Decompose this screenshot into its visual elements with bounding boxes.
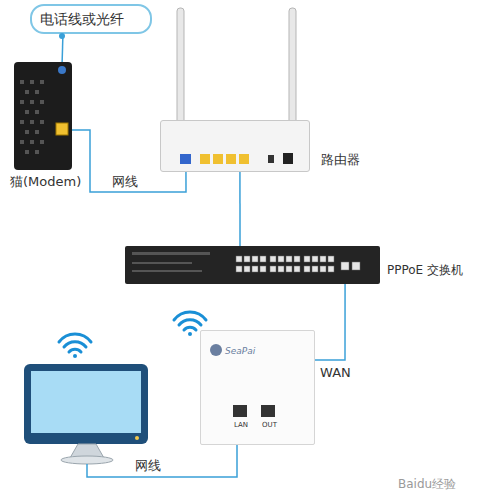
antenna — [289, 8, 296, 130]
edge-label: WAN — [320, 366, 351, 380]
access-point-device: SeaPaiLAN OUT — [200, 330, 315, 445]
device-label: 路由器 — [321, 153, 360, 167]
wifi-symbol — [59, 334, 91, 358]
modem-details — [20, 66, 68, 154]
device-label: PPPoE 交换机 — [387, 264, 463, 277]
callout-bubble: 电话线或光纤 — [30, 4, 152, 34]
router-device: 路由器 — [160, 120, 310, 172]
brand-logo: SeaPai — [225, 347, 255, 357]
network-cable — [61, 34, 63, 62]
switch-device: PPPoE 交换机 — [125, 246, 380, 284]
port-label: OUT — [262, 422, 277, 430]
network-cable — [239, 172, 241, 246]
network-cable — [72, 130, 186, 192]
switch-ports — [132, 252, 360, 272]
computer-illustration — [24, 364, 148, 464]
network-cable — [315, 284, 345, 360]
modem-device: 猫(Modem) — [14, 62, 72, 170]
router-ports — [180, 153, 293, 164]
watermark: Baidu经验 — [398, 478, 456, 491]
port-label: LAN — [234, 422, 248, 430]
cable-end — [59, 33, 65, 39]
callout-text: 电话线或光纤 — [40, 12, 124, 27]
edge-label: 网线 — [112, 175, 138, 189]
cable-label: 网线 — [135, 459, 161, 473]
ap-details — [210, 344, 275, 417]
device-label: 猫(Modem) — [10, 175, 81, 189]
antenna — [177, 8, 184, 130]
